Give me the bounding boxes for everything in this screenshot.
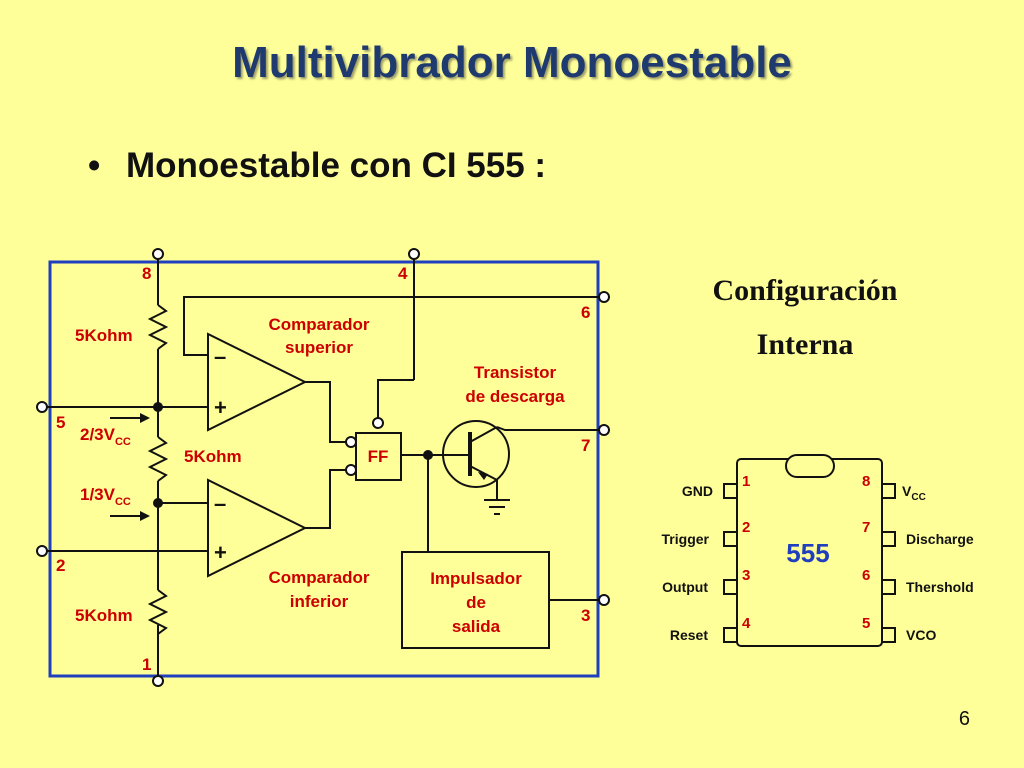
pin6-terminal: [598, 291, 610, 303]
comp-lower-minus: –: [214, 491, 226, 516]
comparator-upper: [207, 332, 308, 432]
comp-inf-label-1: Comparador: [268, 568, 369, 587]
chip-label-vco: VCO: [906, 627, 936, 643]
chip-label-reset: Reset: [670, 627, 708, 643]
chip-pin-num-2: 2: [742, 519, 750, 536]
chip-pin-num-3: 3: [742, 567, 750, 584]
chip-pin-stub: [881, 627, 896, 643]
comparator-lower: [207, 478, 308, 578]
node-dot: [153, 402, 163, 412]
ff-input-bubble: [345, 464, 357, 476]
pin-num-5: 5: [56, 413, 65, 432]
pin-num-1: 1: [142, 655, 151, 674]
chip-pin-stub: [881, 579, 896, 595]
impulsador-label-1: Impulsador: [430, 569, 522, 588]
bullet-dot-icon: •: [88, 146, 101, 185]
pin-num-8: 8: [142, 264, 151, 283]
chip-pin-stub: [881, 531, 896, 547]
ff-input-bubble: [345, 436, 357, 448]
chip-label-trigger: Trigger: [662, 531, 710, 547]
ref-upper-label: 2/3VCC: [80, 425, 131, 448]
chip-pin-num-1: 1: [742, 473, 750, 490]
chip-pin-stub: [723, 627, 738, 643]
impulsador-label-3: salida: [452, 617, 501, 636]
comp-upper-minus: –: [214, 344, 226, 369]
pin-num-7: 7: [581, 436, 590, 455]
pin7-terminal: [598, 424, 610, 436]
resistor-top-label: 5Kohm: [75, 326, 133, 345]
chip-pin-num-8: 8: [862, 473, 870, 490]
transistor-circle: [442, 420, 510, 488]
chip-pin-num-6: 6: [862, 567, 870, 584]
comp-upper-plus: +: [214, 395, 227, 420]
pin-num-4: 4: [398, 264, 408, 283]
pin5-terminal: [36, 401, 48, 413]
chip-label-vcc: VCC: [902, 483, 926, 503]
pin-num-2: 2: [56, 556, 65, 575]
resistor-bot-label: 5Kohm: [75, 606, 133, 625]
node-dot: [423, 450, 433, 460]
resistor-bot: [147, 589, 169, 635]
chip-label-threshold: Thershold: [906, 579, 974, 595]
resistor-mid: [147, 436, 169, 482]
chip-notch: [785, 454, 835, 478]
comp-sup-label-1: Comparador: [268, 315, 369, 334]
chip-label-discharge: Discharge: [906, 531, 974, 547]
chip-pin-stub: [723, 483, 738, 499]
page-number: 6: [958, 708, 970, 730]
chip-label-output: Output: [662, 579, 708, 595]
comp-inf-label-2: inferior: [290, 592, 349, 611]
page-title: Multivibrador Monoestable: [232, 38, 792, 87]
pin3-terminal: [598, 594, 610, 606]
impulsador-label-2: de: [466, 593, 486, 612]
flip-flop-box: [355, 432, 402, 481]
config-heading-line2: Interna: [756, 328, 854, 361]
pin1-terminal: [152, 675, 164, 687]
config-heading-line1: Configuración: [712, 274, 898, 307]
ref-lower-label: 1/3VCC: [80, 485, 131, 508]
pin2-terminal: [36, 545, 48, 557]
chip-pin-stub: [723, 531, 738, 547]
pin-num-6: 6: [581, 303, 590, 322]
ic-border: [48, 260, 600, 678]
chip-pin-stub: [723, 579, 738, 595]
chip-name: 555: [786, 538, 829, 568]
pin-num-3: 3: [581, 606, 590, 625]
chip-pin-stub: [881, 483, 896, 499]
resistor-mid-label: 5Kohm: [184, 447, 242, 466]
resistor-top: [147, 304, 169, 350]
transistor-label-1: Transistor: [474, 363, 557, 382]
ff-label: FF: [368, 447, 389, 466]
pin4-terminal: [408, 248, 420, 260]
bullet-item: • Monoestable con CI 555 :: [88, 146, 546, 186]
transistor-label-2: de descarga: [465, 387, 565, 406]
chip-pin-num-7: 7: [862, 519, 870, 536]
ff-reset-bubble: [372, 417, 384, 429]
chip-pin-num-4: 4: [742, 615, 751, 632]
comp-lower-plus: +: [214, 540, 227, 565]
node-dot: [153, 498, 163, 508]
bullet-text: Monoestable con CI 555 :: [126, 146, 547, 185]
comp-sup-label-2: superior: [285, 338, 353, 357]
pin8-terminal: [152, 248, 164, 260]
chip-label-gnd: GND: [682, 483, 713, 499]
chip-pin-num-5: 5: [862, 615, 870, 632]
